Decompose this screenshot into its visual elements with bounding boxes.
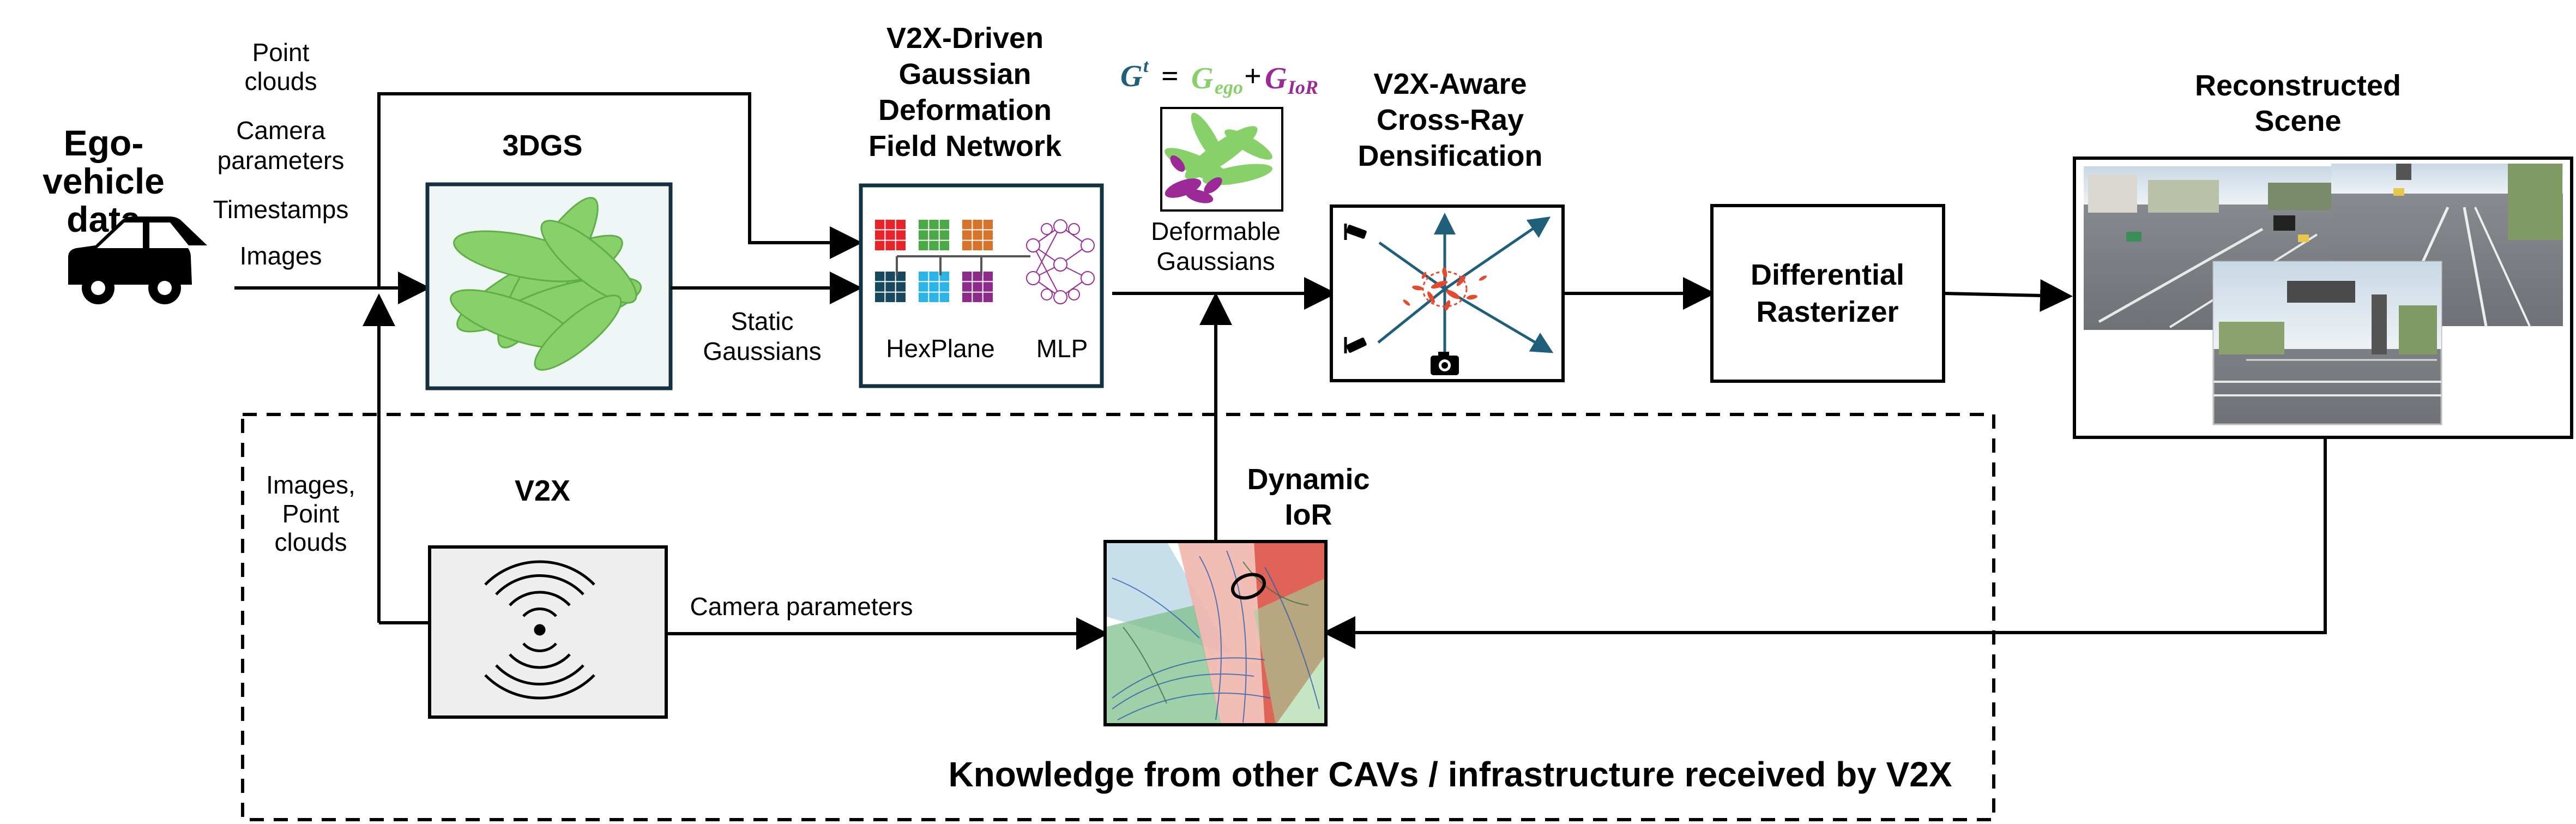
deformation-title-line2: Gaussian: [898, 58, 1031, 91]
point-clouds-label-2: clouds: [245, 67, 317, 95]
rasterizer-box: [1710, 204, 1945, 383]
densification-title-line1: V2X-Aware: [1373, 68, 1527, 100]
hexplane-plane: [962, 272, 993, 302]
deformation-title-line1: V2X-Driven: [886, 22, 1043, 55]
scene-image-left: [2084, 166, 2336, 330]
dynamic-ior-block: Dynamic IoR: [1103, 463, 1370, 726]
deformable-gaussians-label-1: Deformable: [1151, 217, 1281, 245]
deformation-network-block: V2X-Driven Gaussian Deformation Field Ne…: [859, 22, 1104, 388]
ego-label-line2: vehicle: [43, 161, 165, 201]
hexplane-plane: [919, 272, 949, 302]
v2x-title: V2X: [515, 474, 570, 507]
hexplane-plane: [919, 220, 949, 250]
scene-title-line1: Reconstructed: [2195, 69, 2401, 102]
ior-pointcloud-map: [1103, 540, 1328, 726]
v2x-knowledge-region: [241, 413, 1995, 821]
reconstructed-scene-block: Reconstructed Scene: [2073, 69, 2573, 439]
timestamps-label: Timestamps: [213, 195, 349, 224]
v2x-camera-params-label: Camera parameters: [690, 592, 913, 621]
formula-plus: +: [1244, 59, 1262, 93]
ego-label-line1: Ego-: [64, 123, 144, 163]
formula-g-ior: G: [1265, 62, 1287, 95]
rasterizer-label-line1: Differential: [1751, 258, 1904, 291]
formula-ior-subscript: IoR: [1287, 76, 1318, 98]
v2x-box: [428, 545, 668, 719]
bypass-to-deformation-arrow: [377, 92, 862, 288]
surveillance-camera-icon: [1344, 337, 1367, 353]
3dgs-title: 3DGS: [502, 129, 582, 162]
formula-g-total: G: [1120, 59, 1142, 93]
camera-icon: [1431, 352, 1459, 375]
deformable-gaussians-thumbnail: [1160, 107, 1283, 212]
scene-title-line2: Scene: [2254, 105, 2341, 137]
ego-vehicle-block: Ego- vehicle data: [43, 123, 207, 304]
hexplane-plane: [875, 272, 906, 302]
densification-title-line3: Densification: [1358, 140, 1542, 172]
hexplane-plane: [875, 220, 906, 250]
v2x-block: V2X: [428, 474, 668, 719]
ior-title-line2: IoR: [1285, 498, 1332, 531]
hexplane-grid: [875, 220, 993, 302]
deformation-title-line3: Deformation: [878, 94, 1052, 127]
input-labels: Point clouds Camera parameters Timestamp…: [213, 38, 349, 270]
static-gaussians-label-2: Gaussians: [703, 337, 821, 365]
scene-image-front: [2212, 261, 2442, 425]
point-clouds-label-1: Point: [252, 38, 310, 67]
densified-gaussian-cluster: [1403, 267, 1487, 311]
hexplane-plane: [962, 220, 993, 250]
static-gaussians-label-1: Static: [731, 307, 793, 335]
scene-feedback-arrow: [1323, 437, 2327, 649]
surveillance-camera-icon: [1344, 224, 1367, 240]
v2x-point-label: Point: [282, 500, 340, 528]
v2x-clouds-label: clouds: [275, 528, 347, 556]
car-icon: [68, 216, 207, 304]
gaussian-blob-cluster: [450, 197, 642, 371]
knowledge-label: Knowledge from other CAVs / infrastructu…: [948, 755, 1952, 794]
formula-t-superscript: t: [1143, 56, 1149, 76]
rasterizer-to-scene-arrow: [1943, 279, 2073, 312]
3dgs-block: 3DGS: [425, 129, 673, 390]
rasterizer-label-line2: Rasterizer: [1756, 296, 1898, 328]
input-connectors: [234, 92, 862, 624]
wireless-signal-icon: [484, 560, 595, 700]
deformable-gaussians-label-2: Gaussians: [1156, 247, 1275, 275]
deformation-title-line4: Field Network: [868, 130, 1062, 163]
formula-equals: =: [1161, 59, 1179, 93]
densification-block: V2X-Aware Cross-Ray Densification: [1330, 68, 1565, 382]
formula-ego-subscript: ego: [1215, 76, 1243, 98]
camera-params-label-1: Camera: [236, 116, 325, 145]
densification-title-line2: Cross-Ray: [1377, 104, 1524, 136]
images-label: Images: [240, 242, 322, 270]
v2x-images-label: Images,: [266, 471, 355, 499]
gaussian-formula: G t = G ego + G IoR: [1120, 56, 1318, 98]
mlp-network-icon: [1026, 219, 1095, 304]
hexplane-label: HexPlane: [886, 334, 994, 363]
rasterizer-block: Differential Rasterizer: [1710, 204, 1945, 383]
formula-g-ego: G: [1191, 62, 1213, 95]
mlp-label: MLP: [1036, 334, 1088, 363]
ior-title-line1: Dynamic: [1247, 463, 1370, 496]
camera-params-label-2: parameters: [218, 146, 345, 175]
